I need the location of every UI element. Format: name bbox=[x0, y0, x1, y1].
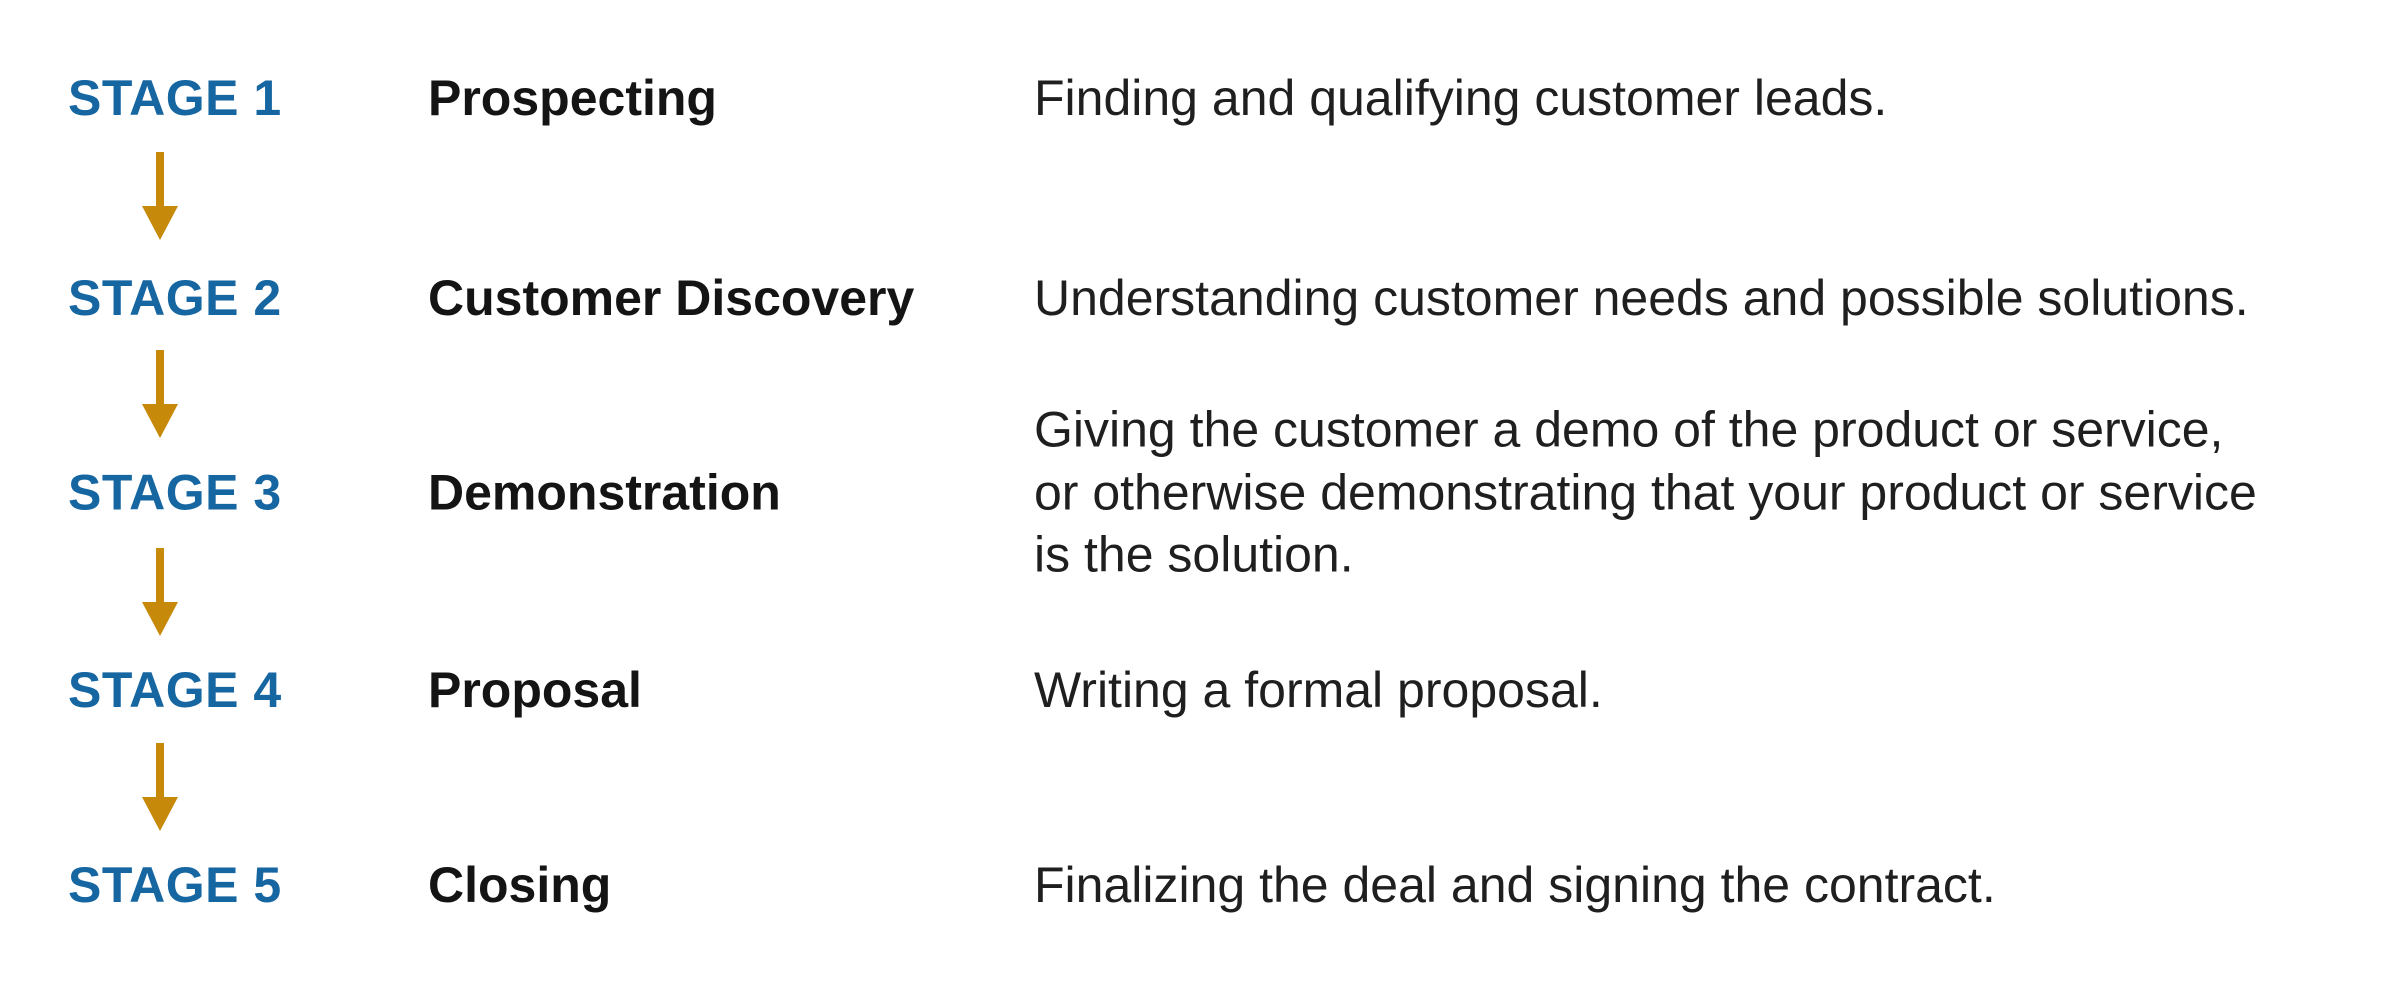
stage-row: STAGE 4 Proposal Writing a formal propos… bbox=[68, 659, 2269, 722]
stage-name: Demonstration bbox=[428, 463, 781, 520]
arrow-head bbox=[142, 404, 178, 438]
down-arrow-icon bbox=[142, 548, 178, 636]
stage-label: STAGE 4 bbox=[68, 661, 282, 718]
stage-label: STAGE 1 bbox=[68, 69, 282, 126]
arrow-shaft bbox=[156, 743, 164, 801]
stage-label: STAGE 2 bbox=[68, 269, 282, 326]
stage-description: Understanding customer needs and possibl… bbox=[1034, 269, 2249, 326]
stage-description: Finding and qualifying customer leads. bbox=[1034, 69, 1888, 126]
stage-name: Closing bbox=[428, 856, 612, 913]
arrow-shaft bbox=[156, 152, 164, 210]
stage-name: Prospecting bbox=[428, 69, 717, 126]
stage-name: Customer Discovery bbox=[428, 269, 915, 326]
arrow-head bbox=[142, 206, 178, 240]
stage-row: STAGE 1 Prospecting Finding and qualifyi… bbox=[68, 67, 2269, 130]
arrow-head bbox=[142, 797, 178, 831]
stage-description: Giving the customer a demo of the produc… bbox=[1034, 401, 2257, 583]
arrow-shaft bbox=[156, 548, 164, 606]
stage-label: STAGE 3 bbox=[68, 463, 282, 520]
down-arrow-icon bbox=[142, 743, 178, 831]
down-arrow-icon bbox=[142, 152, 178, 240]
stage-label: STAGE 5 bbox=[68, 856, 282, 913]
stage-row: STAGE 2 Customer Discovery Understanding… bbox=[68, 267, 2269, 330]
arrow-shaft bbox=[156, 350, 164, 408]
stage-description: Finalizing the deal and signing the cont… bbox=[1034, 856, 1996, 913]
stage-name: Proposal bbox=[428, 661, 642, 718]
stage-row: STAGE 5 Closing Finalizing the deal and … bbox=[68, 854, 2269, 917]
stage-description: Writing a formal proposal. bbox=[1034, 661, 1603, 718]
down-arrow-icon bbox=[142, 350, 178, 438]
stage-row: STAGE 3 Demonstration Giving the custome… bbox=[68, 398, 2269, 586]
arrow-head bbox=[142, 602, 178, 636]
